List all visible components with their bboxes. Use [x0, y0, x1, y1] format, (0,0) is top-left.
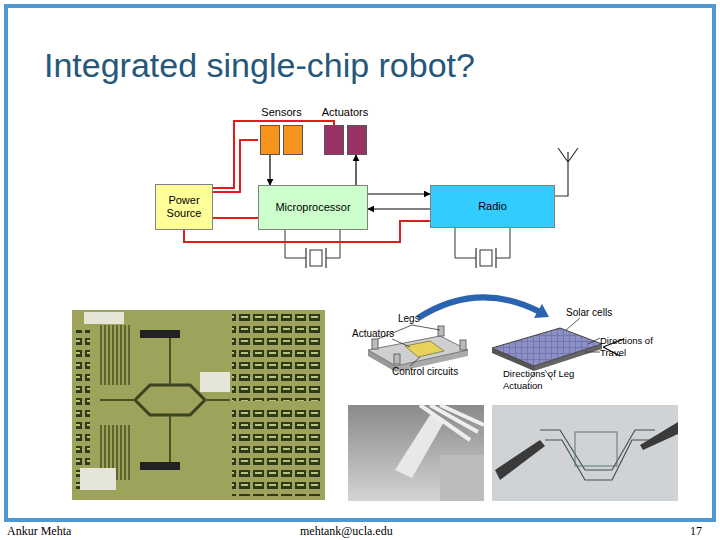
actuator-group: Actuators	[322, 125, 368, 155]
footer-text: Ankur Mehta	[7, 524, 107, 538]
power-box: Power Source	[155, 184, 213, 230]
group-heading: Sensors	[244, 106, 319, 118]
part-label: Control circuits	[392, 366, 472, 378]
footer-text: 17	[690, 524, 714, 538]
power-wire	[213, 217, 258, 219]
chip-trace	[100, 338, 230, 462]
photo-tag	[80, 468, 116, 490]
processor-box: Microprocessor	[258, 185, 368, 230]
bond-pads	[232, 313, 320, 401]
hinge-structure	[135, 385, 205, 415]
footer-text: mehtank@ucla.edu	[300, 524, 420, 538]
part-label: Directions of Leg Actuation	[503, 368, 575, 391]
power-wire	[213, 140, 258, 192]
crystal-plate	[475, 248, 476, 268]
robot-leg	[460, 340, 466, 350]
probe-tip	[640, 422, 678, 450]
crystal-plate	[325, 248, 326, 268]
robot-leg	[394, 354, 400, 364]
signal-arrow	[355, 155, 356, 185]
actuator-block	[324, 125, 344, 155]
probe-tip	[495, 440, 545, 480]
optical-photo	[492, 405, 678, 501]
antenna-symbol	[555, 148, 578, 196]
slide-border	[6, 6, 714, 520]
bond-pads	[76, 330, 90, 490]
sensor-block	[283, 125, 303, 155]
slide-title: Integrated single-chip robot?	[44, 46, 475, 85]
sem-structure	[440, 455, 484, 501]
solar-panel	[492, 328, 602, 366]
crystal-plate	[305, 248, 306, 268]
node-label: Power Source	[156, 194, 212, 220]
signal-arrow	[269, 155, 270, 185]
chip-feature	[140, 462, 180, 470]
part-label: Solar cells	[566, 307, 626, 319]
device-outline	[540, 430, 655, 480]
sensor-group: Sensors	[258, 125, 305, 155]
node-label: Microprocessor	[275, 201, 350, 214]
leg-actuator	[405, 341, 444, 357]
sem-structure	[420, 405, 484, 440]
part-label: Directions of Travel	[600, 335, 662, 358]
power-wire	[213, 121, 334, 188]
crystal-symbol	[310, 250, 322, 266]
radio-box: Radio	[430, 185, 555, 228]
part-label: Actuators	[352, 328, 412, 340]
crystal-symbol	[480, 250, 492, 266]
bond-pads	[232, 410, 320, 496]
signal-arrow	[368, 193, 430, 194]
chip-feature	[140, 330, 180, 338]
flip-arrow	[418, 297, 540, 318]
node-label: Radio	[478, 200, 507, 213]
sem-photo	[348, 405, 484, 501]
sem-structure	[395, 415, 445, 478]
robot-leg	[438, 326, 444, 336]
part-label: Legs	[398, 313, 438, 325]
flip-arrowhead	[534, 304, 549, 318]
sensor-block	[260, 125, 280, 155]
photo-tag	[200, 372, 230, 392]
crystal-plate	[495, 248, 496, 268]
comb-drive	[100, 325, 130, 385]
group-heading: Actuators	[308, 106, 382, 118]
robot-body	[368, 336, 468, 366]
signal-arrow	[368, 208, 430, 209]
robot-leg	[372, 339, 378, 349]
actuator-block	[347, 125, 367, 155]
photo-tag	[84, 312, 124, 324]
device-outline	[575, 432, 617, 466]
chip-photo	[72, 310, 325, 500]
